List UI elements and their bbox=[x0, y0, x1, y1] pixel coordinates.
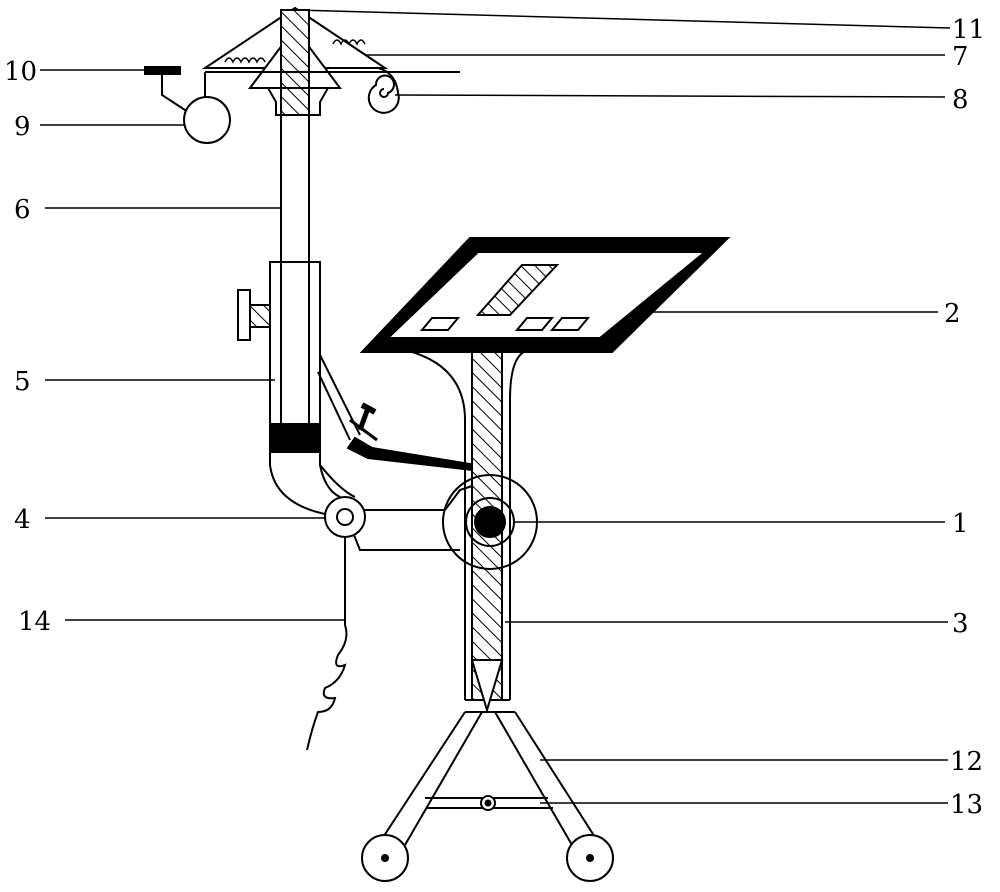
callout-14: 14 bbox=[18, 607, 51, 637]
main-column bbox=[405, 325, 530, 710]
callout-10: 10 bbox=[4, 57, 37, 87]
top-cap-assembly bbox=[205, 8, 460, 115]
cord-14 bbox=[307, 537, 346, 750]
callout-13: 13 bbox=[950, 790, 983, 820]
callout-9: 9 bbox=[14, 112, 31, 142]
handle-wheel-9 bbox=[145, 67, 230, 143]
pole-6 bbox=[281, 115, 309, 425]
legs-12 bbox=[378, 712, 600, 845]
tray-2 bbox=[362, 238, 728, 352]
coil-spring-8 bbox=[369, 68, 399, 113]
callout-4: 4 bbox=[14, 505, 31, 535]
wheels bbox=[362, 835, 613, 881]
cap-shaft bbox=[281, 10, 309, 115]
callout-8: 8 bbox=[952, 85, 969, 115]
brace-arm bbox=[318, 355, 472, 497]
callout-11: 11 bbox=[952, 15, 985, 45]
clamp-knob bbox=[238, 290, 250, 340]
sleeve-band bbox=[270, 424, 320, 452]
callout-3: 3 bbox=[952, 609, 969, 639]
callout-7: 7 bbox=[952, 42, 969, 72]
callout-12: 12 bbox=[950, 747, 983, 777]
callout-5: 5 bbox=[14, 367, 31, 397]
callout-2: 2 bbox=[944, 299, 961, 329]
callout-1: 1 bbox=[952, 509, 969, 539]
bar-10 bbox=[145, 67, 180, 74]
callout-6: 6 bbox=[14, 195, 31, 225]
